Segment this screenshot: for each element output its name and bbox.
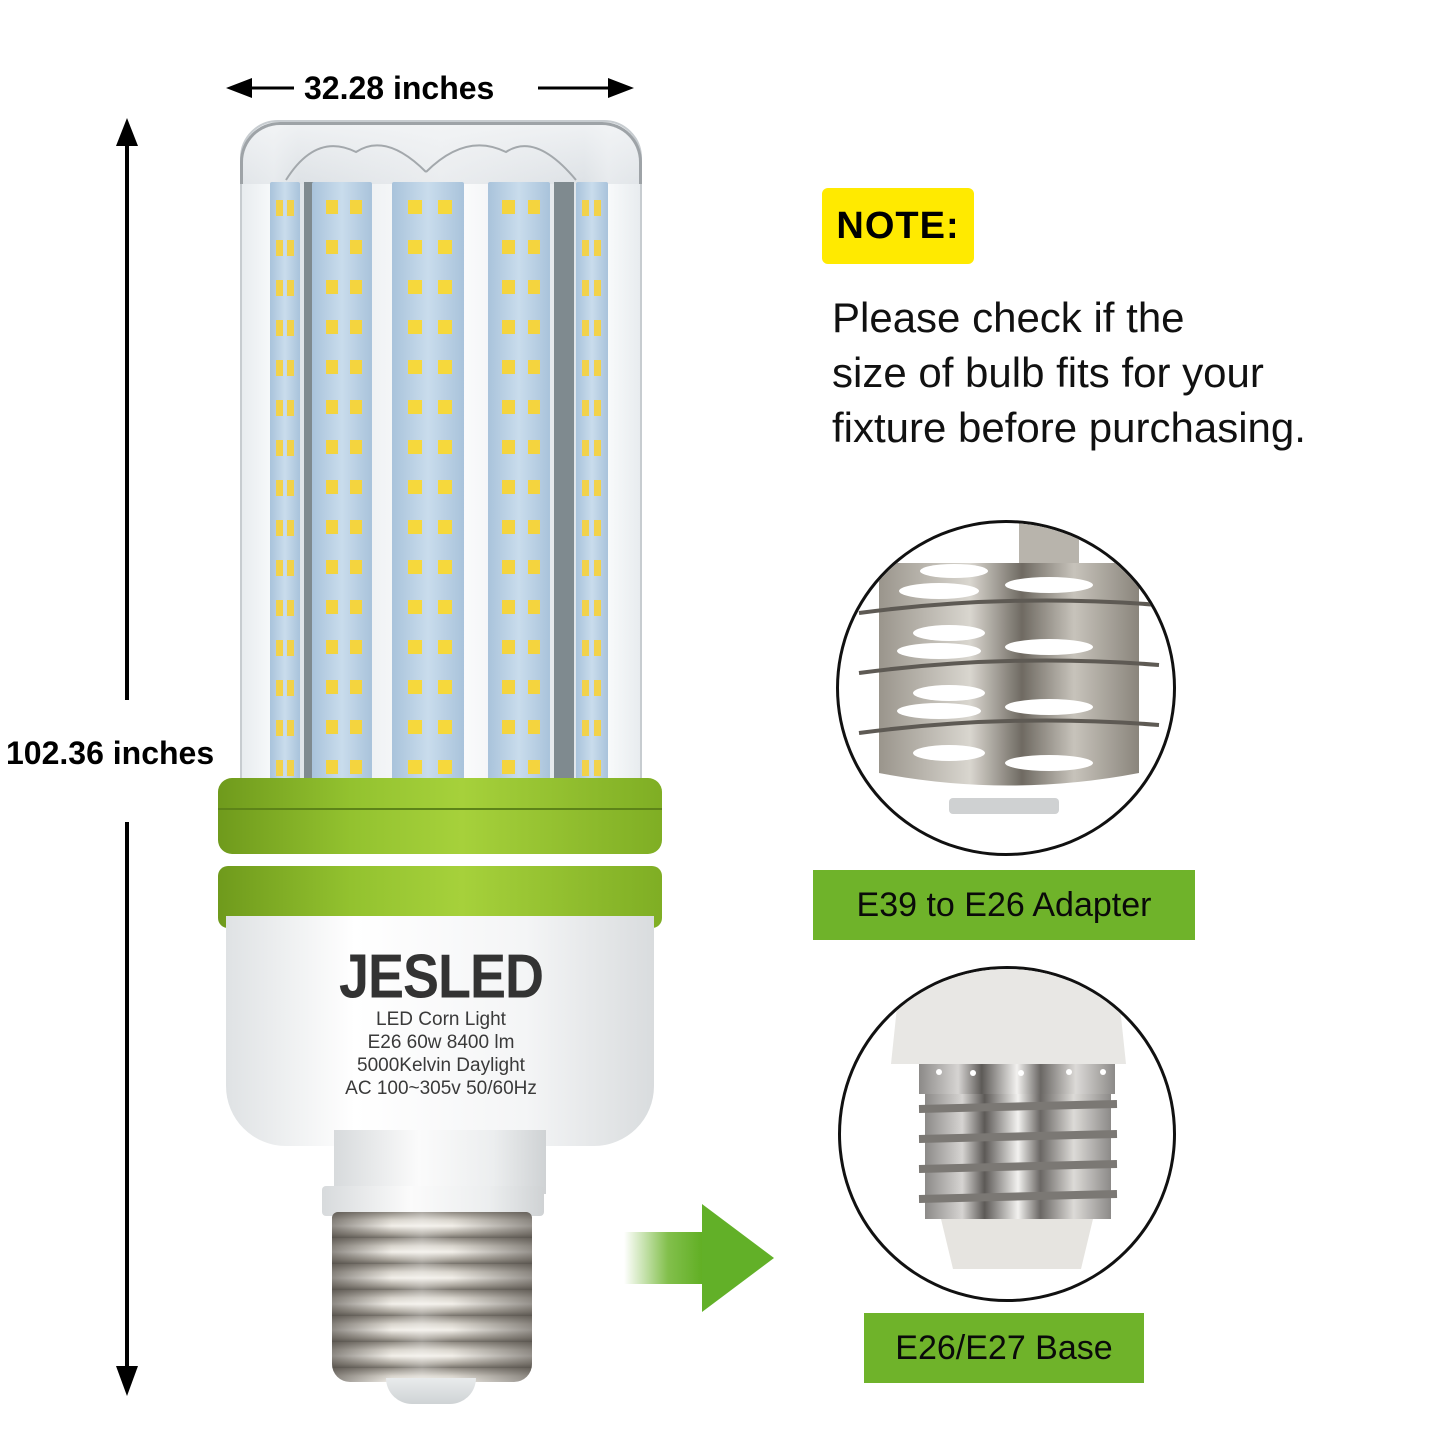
e26-base-icon	[891, 969, 1126, 1269]
width-label: 32.28 inches	[304, 70, 495, 106]
note-line: size of bulb fits for your	[832, 349, 1264, 396]
cap-lobes-decoration	[285, 144, 577, 181]
width-dimension: 32.28 inches	[226, 66, 634, 110]
brand-logo: JESLED	[338, 942, 544, 1012]
note-line: fixture before purchasing.	[832, 404, 1306, 451]
arrow-down-icon	[116, 822, 138, 1396]
bulb-neck	[334, 1130, 546, 1194]
upper-green-ring	[218, 778, 662, 854]
arrow-right-icon	[538, 78, 634, 98]
driver-housing	[226, 916, 654, 1146]
note-badge: NOTE:	[822, 188, 974, 264]
corn-bulb-illustration: JESLED LED Corn Light E26 60w 8400 lm 50…	[218, 120, 662, 1410]
spec-line: LED Corn Light	[376, 1009, 506, 1030]
e39-thread-icon	[858, 523, 1160, 814]
spec-line: AC 100~305v 50/60Hz	[345, 1078, 537, 1099]
base-tip	[386, 1378, 476, 1404]
spec-line: 5000Kelvin Daylight	[357, 1055, 525, 1076]
green-arrow-icon	[624, 1204, 774, 1312]
arrow-left-icon	[226, 78, 294, 98]
e39-adapter-closeup-circle	[836, 520, 1176, 856]
spec-block: LED Corn Light E26 60w 8400 lm 5000Kelvi…	[236, 1008, 646, 1100]
neck-collar	[322, 1186, 544, 1216]
e26-base-closeup-circle	[838, 966, 1176, 1302]
height-label: 102.36 inches	[6, 735, 215, 771]
e39-adapter-label: E39 to E26 Adapter	[813, 870, 1195, 940]
led-strips	[270, 182, 614, 790]
e26-base-label: E26/E27 Base	[864, 1313, 1144, 1383]
bulb-top-cap	[240, 122, 642, 184]
note-text: Please check if the size of bulb fits fo…	[832, 290, 1412, 455]
arrow-up-icon	[116, 118, 138, 700]
spec-line: E26 60w 8400 lm	[367, 1032, 515, 1053]
note-line: Please check if the	[832, 294, 1185, 341]
